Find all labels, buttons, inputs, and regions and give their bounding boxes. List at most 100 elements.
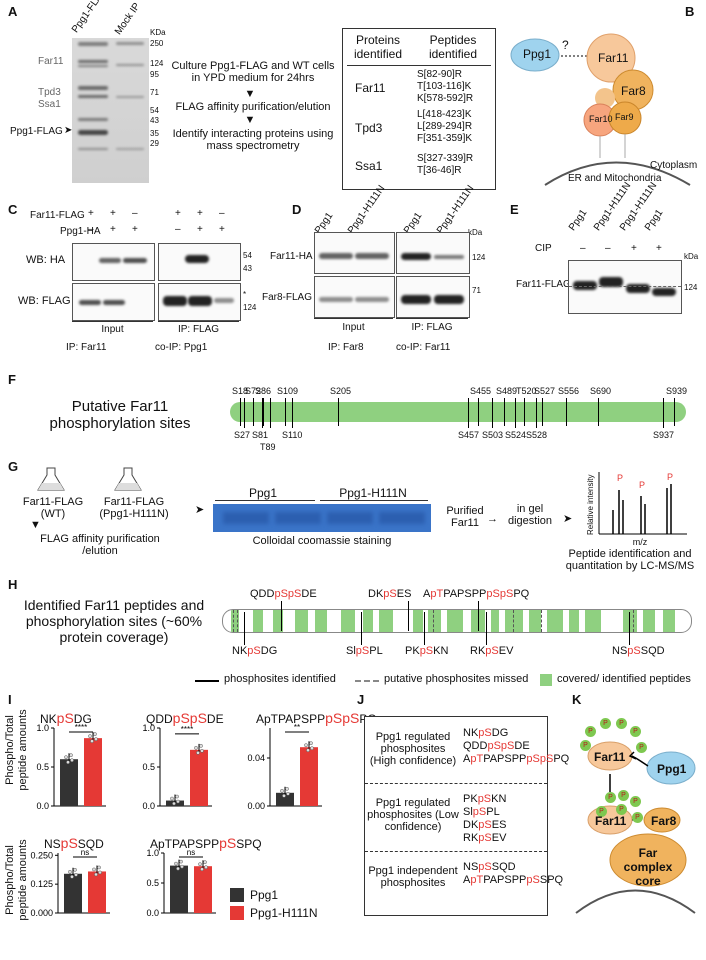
workflow-step-1: Culture Ppg1-FLAG and WT cells in YPD me… bbox=[171, 60, 335, 84]
data-point bbox=[70, 874, 74, 879]
site-tick bbox=[674, 398, 675, 426]
site-tick bbox=[270, 398, 271, 428]
peptide-fragment: pS bbox=[477, 793, 492, 805]
ip-flag-label: IP: FLAG bbox=[177, 324, 220, 335]
legend-label: covered/ identified peptides bbox=[557, 673, 691, 685]
lane-label: Ppg1-H111N bbox=[345, 183, 388, 236]
panel-label-c: C bbox=[8, 202, 18, 217]
y-tick-label: 1.0 bbox=[36, 723, 49, 733]
marker: 54 bbox=[243, 251, 252, 260]
sign: + bbox=[219, 224, 225, 235]
site-label: T89 bbox=[260, 442, 276, 452]
peptide-label: PKpSKN bbox=[463, 793, 506, 805]
ms-xlabel: m/z bbox=[632, 537, 648, 547]
peptide-fragment: NS bbox=[463, 861, 479, 873]
peptide-fragment: pS bbox=[355, 645, 370, 657]
covered-segment bbox=[253, 610, 263, 632]
site-tick bbox=[663, 398, 664, 428]
section-divider bbox=[365, 783, 547, 784]
sign: + bbox=[175, 208, 181, 219]
er-label: ER and Mitochondria bbox=[568, 173, 662, 184]
ip-label: IP: Far8 bbox=[328, 342, 364, 353]
peptide-fragment: pT bbox=[470, 753, 484, 765]
ppg1-label: Ppg1 bbox=[657, 762, 687, 776]
data-point bbox=[286, 791, 290, 796]
panel-label-g: G bbox=[8, 459, 19, 474]
peptide-fragment: NS bbox=[612, 645, 628, 657]
blot bbox=[568, 260, 682, 314]
data-point bbox=[73, 867, 77, 872]
covered-segment bbox=[569, 610, 579, 632]
data-point bbox=[285, 786, 289, 791]
phosphate-dot: P bbox=[632, 812, 643, 823]
purified-label: Purified Far11 bbox=[446, 505, 484, 529]
site-tick bbox=[253, 398, 254, 426]
data-point bbox=[66, 760, 70, 765]
legend-label: putative phosphosites missed bbox=[384, 673, 529, 685]
site-tick bbox=[492, 398, 493, 428]
row-label: Far11-FLAG bbox=[30, 210, 85, 221]
site-line bbox=[629, 612, 630, 645]
chart-title-part: SPQ bbox=[236, 837, 262, 851]
peptide-fragment: pS bbox=[627, 645, 641, 657]
site-tick bbox=[468, 398, 469, 428]
table-cell: T[36-46]R bbox=[417, 165, 462, 176]
phosphate-dot: P bbox=[596, 806, 607, 817]
flask-label-mut: Far11-FLAG (Ppg1-H111N) bbox=[99, 496, 169, 520]
significance-label: **** bbox=[181, 725, 193, 734]
y-tick-label: 0.0 bbox=[146, 908, 159, 918]
ms-caption: Peptide identification and quantitation … bbox=[565, 548, 695, 572]
p-mark: P bbox=[617, 473, 624, 483]
chart-title: NSpSSQD bbox=[44, 835, 104, 851]
covered-segment bbox=[585, 610, 601, 632]
significance-label: ns bbox=[81, 848, 89, 857]
chart-title: QDDpSpSDE bbox=[146, 710, 224, 726]
chart-title-part: DG bbox=[73, 712, 92, 726]
peptide-fragment: pS bbox=[419, 645, 434, 657]
chart-title-part: pS bbox=[56, 710, 74, 726]
peptide-fragment: QDD bbox=[250, 588, 275, 600]
site-tick bbox=[240, 398, 241, 426]
phosphate-dot: P bbox=[616, 718, 627, 729]
arrow-down-icon: ▼ bbox=[244, 114, 256, 126]
peptide-fragment: SQD bbox=[491, 861, 516, 873]
site-tick bbox=[478, 398, 479, 426]
data-point bbox=[74, 872, 78, 877]
bar bbox=[170, 865, 188, 913]
p-mark: P bbox=[667, 472, 674, 482]
site-tick bbox=[536, 398, 537, 428]
arrow-down-icon: ▼ bbox=[30, 519, 41, 531]
site-label: S18 bbox=[232, 386, 249, 396]
blot bbox=[396, 276, 470, 318]
kda-label: KDa bbox=[150, 28, 166, 37]
band-label-ppg1-flag: Ppg1-FLAG bbox=[10, 126, 63, 137]
y-tick-label: 1.0 bbox=[142, 723, 155, 733]
sign: – bbox=[132, 208, 138, 219]
sign: + bbox=[132, 224, 138, 235]
data-point bbox=[306, 748, 310, 753]
blot bbox=[158, 243, 241, 281]
site-line bbox=[244, 612, 245, 645]
peptide-fragment: pS bbox=[472, 806, 487, 818]
data-point bbox=[176, 799, 180, 804]
far11-label: Far11 bbox=[598, 51, 629, 65]
peptides-title: Identified Far11 peptides and phosphoryl… bbox=[23, 597, 205, 645]
peptide-fragment: DK bbox=[463, 819, 479, 831]
peptide-fragment: NK bbox=[232, 645, 248, 657]
peptide-label: DKpSES bbox=[463, 819, 506, 831]
peptide-fragment: EV bbox=[498, 645, 514, 657]
peptide-fragment: KN bbox=[433, 645, 449, 657]
arrowhead-icon: ➤ bbox=[195, 504, 205, 516]
far8-label: Far8 bbox=[651, 814, 677, 828]
table-cell: L[418-423]K bbox=[417, 109, 472, 120]
bar-chart: 0.000.04** bbox=[247, 723, 322, 811]
lane-label-ppg1-ip: Ppg1-FLAG IP bbox=[69, 0, 117, 35]
covered-segment bbox=[505, 610, 523, 632]
panel-label-d: D bbox=[292, 202, 302, 217]
flask-icon bbox=[114, 467, 142, 491]
marker: 71 bbox=[472, 286, 481, 295]
peptide-label: DKpSES bbox=[368, 588, 411, 600]
site-label: S27 bbox=[234, 430, 251, 440]
silver-gel bbox=[72, 38, 149, 183]
panel-label-k: K bbox=[572, 692, 582, 707]
